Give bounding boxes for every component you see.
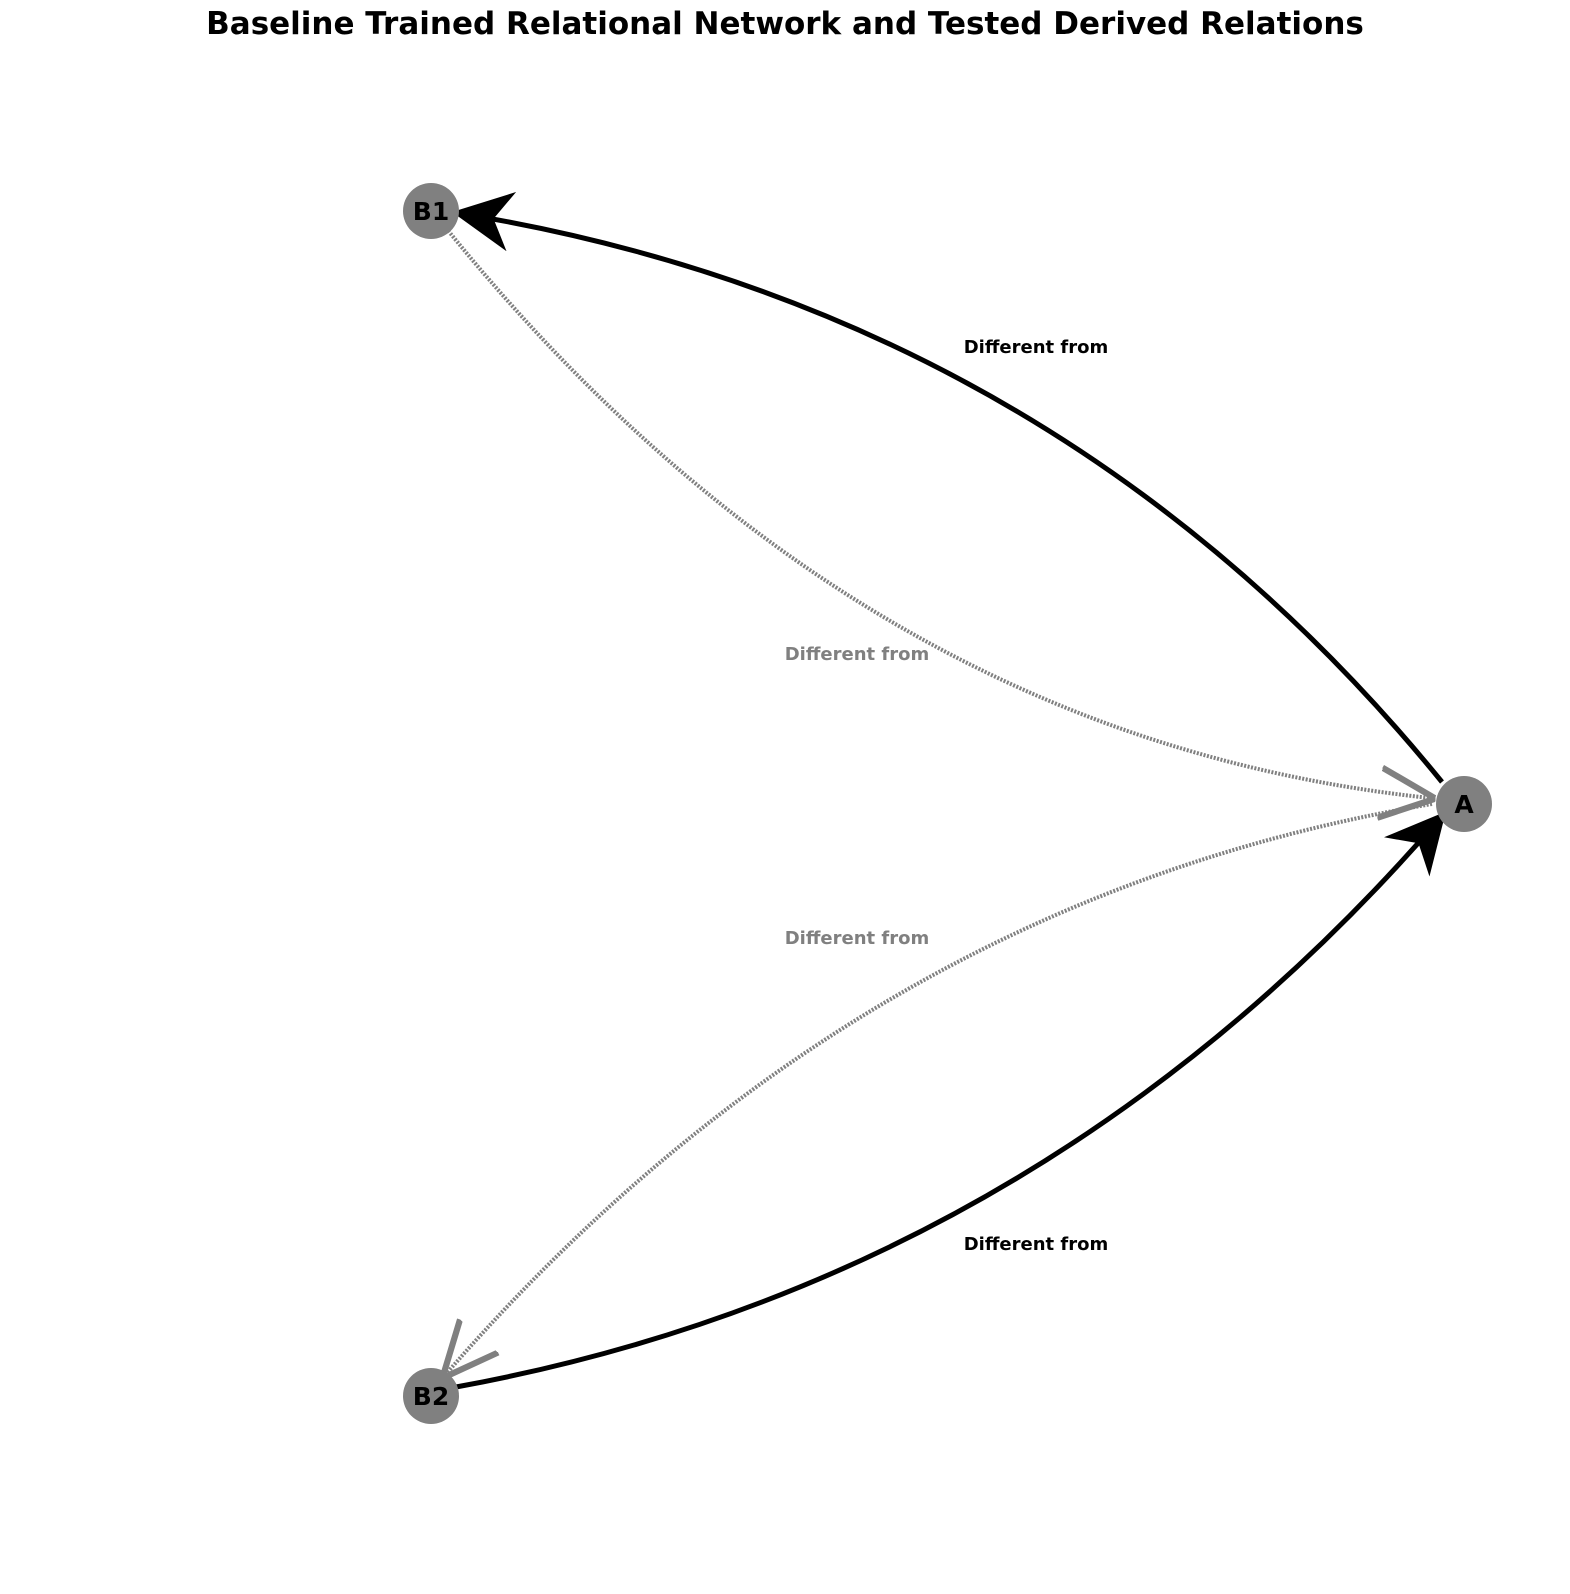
edge-label-b1-to-a: Different from bbox=[785, 644, 930, 665]
node-b1: B1 bbox=[403, 183, 459, 239]
edge-trained-b2-to-a bbox=[455, 811, 1446, 1390]
node-b1-label: B1 bbox=[413, 197, 449, 226]
node-a-label: A bbox=[1454, 790, 1474, 819]
edge-derived-a-to-b2 bbox=[446, 802, 1433, 1374]
node-b2: B2 bbox=[403, 1368, 459, 1424]
node-b1-circle bbox=[403, 183, 459, 239]
node-a: A bbox=[1436, 776, 1492, 832]
edge-label-a-to-b1: Different from bbox=[964, 337, 1109, 358]
edge-label-a-to-b2: Different from bbox=[785, 928, 930, 949]
edge-derived-b1-to-a bbox=[444, 226, 1430, 798]
edge-trained-a-to-b1 bbox=[452, 192, 1444, 784]
edge-label-b2-to-a: Different from bbox=[964, 1234, 1109, 1255]
node-b2-label: B2 bbox=[413, 1382, 449, 1411]
diagram-title: Baseline Trained Relational Network and … bbox=[206, 6, 1364, 42]
node-a-circle bbox=[1436, 776, 1492, 832]
node-b2-circle bbox=[403, 1368, 459, 1424]
